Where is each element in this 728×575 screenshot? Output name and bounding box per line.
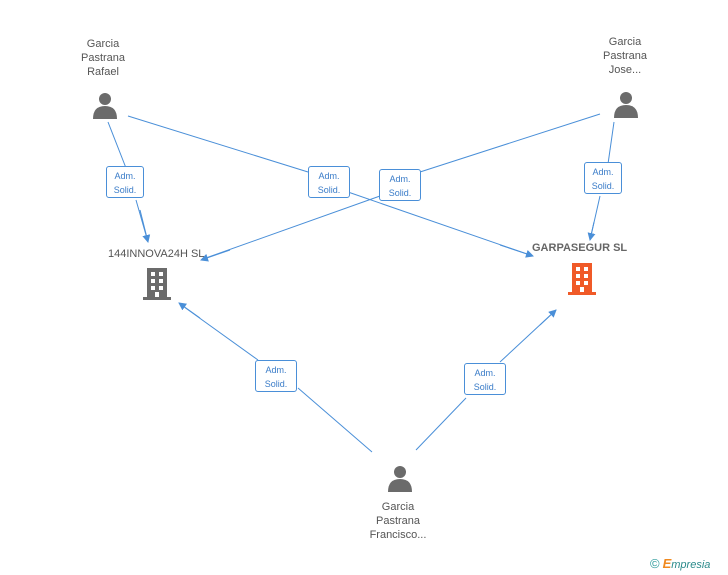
name-line: Pastrana [602,50,648,62]
role-badge[interactable]: Adm. Solid. [584,162,622,194]
brand-name: mpresia [671,559,711,571]
name-line: Garcia [86,38,120,50]
role-badge[interactable]: Adm. Solid. [255,360,297,392]
role-line: Solid. [317,185,341,195]
company-name-innova[interactable]: 144INNOVA24H SL [108,248,205,260]
role-line: Adm. [265,365,287,375]
name-line: Rafael [87,66,119,78]
role-badge[interactable]: Adm. Solid. [308,166,350,198]
edge-rafael-garpasegur [127,115,531,256]
person-name-rafael[interactable]: Garcia Pastrana Rafael [53,37,153,79]
role-line: Adm. [592,167,614,177]
role-line: Solid. [264,379,288,389]
role-line: Solid. [591,181,615,191]
brand-initial: E [662,556,672,571]
person-icon[interactable] [90,90,120,120]
role-line: Solid. [388,188,412,198]
name-line: Garcia [381,501,415,513]
role-line: Adm. [474,368,496,378]
role-line: Adm. [114,171,136,181]
name-line: Pastrana [375,515,421,527]
name-line: Pastrana [80,52,126,64]
role-line: Adm. [318,171,340,181]
name-line: Jose... [608,64,642,76]
person-icon[interactable] [385,463,415,493]
empresia-logo[interactable]: ©Empresia [650,556,710,571]
role-line: Solid. [113,185,137,195]
edge-jose-innova [202,113,601,260]
building-icon[interactable] [566,261,598,297]
building-icon[interactable] [141,266,173,302]
role-line: Solid. [473,382,497,392]
role-badge[interactable]: Adm. Solid. [464,363,506,395]
person-name-francisco[interactable]: Garcia Pastrana Francisco... [348,500,448,542]
copyright-icon: © [650,556,660,571]
role-line: Adm. [389,174,411,184]
role-badge[interactable]: Adm. Solid. [106,166,144,198]
person-icon[interactable] [611,89,641,119]
name-line: Garcia [608,36,642,48]
person-name-jose[interactable]: Garcia Pastrana Jose... [575,35,675,77]
name-line: Francisco... [369,529,427,541]
role-badge[interactable]: Adm. Solid. [379,169,421,201]
company-name-garpasegur[interactable]: GARPASEGUR SL [532,242,628,254]
